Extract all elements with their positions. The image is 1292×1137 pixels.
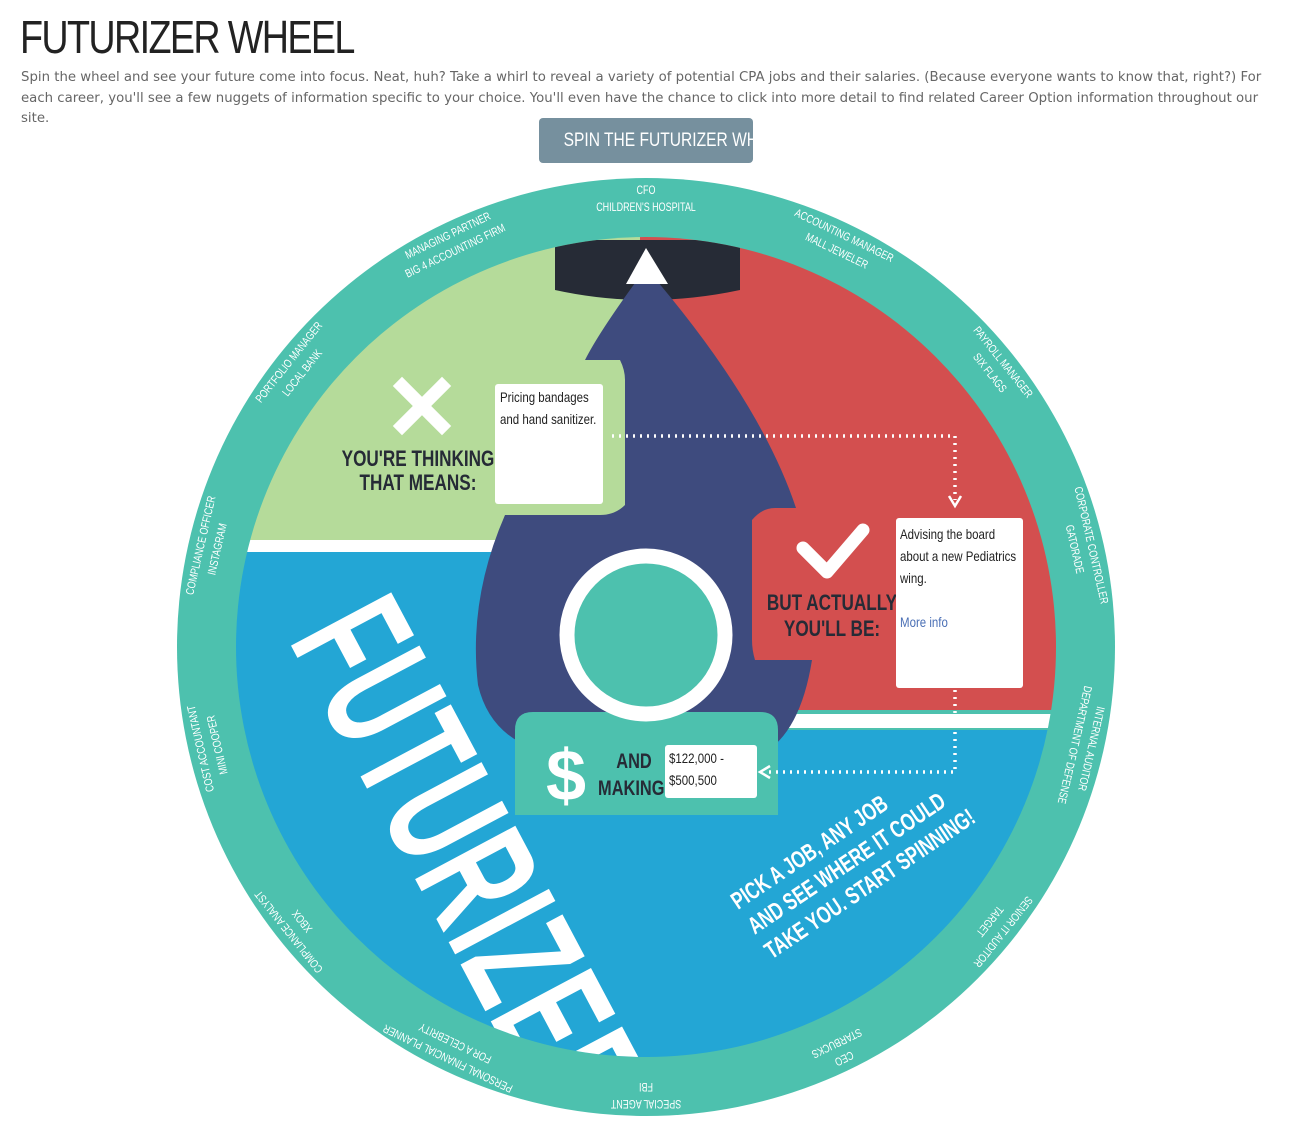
svg-text:BUT ACTUALLY: BUT ACTUALLY: [767, 591, 897, 616]
actual-box: Advising the board about a new Pediatric…: [896, 518, 1023, 688]
thinking-value: Pricing bandages and hand sanitizer.: [500, 389, 597, 427]
actual-label: BUT ACTUALLY YOU'LL BE:: [767, 591, 897, 642]
intro-text: Spin the wheel and see your future come …: [21, 70, 1262, 126]
salary-box: $122,000 - $500,500: [665, 745, 757, 798]
pointer-triangle: [626, 248, 668, 284]
spin-button-label: SPIN THE FUTURIZER WHEEL: [563, 129, 788, 151]
svg-text:YOU'LL BE:: YOU'LL BE:: [784, 617, 880, 642]
center-ring-fill: [572, 561, 720, 709]
career-option[interactable]: SPECIAL AGENT FBI: [610, 1080, 681, 1109]
svg-text:THAT MEANS:: THAT MEANS:: [360, 471, 477, 496]
dollar-icon: $: [546, 736, 586, 816]
page-title: FUTURIZER WHEEL: [20, 11, 355, 63]
checkmark-icon: [796, 523, 870, 579]
dotted-arrow-head-top: [947, 495, 963, 509]
salary-value: $122,000 - $500,500: [669, 750, 724, 788]
career-option[interactable]: CFO CHILDREN'S HOSPITAL: [596, 185, 696, 214]
making-label: AND MAKING:: [598, 749, 670, 799]
career-title: CFO: [637, 185, 656, 197]
ring-icon: [559, 548, 733, 722]
career-employer: FBI: [639, 1080, 653, 1092]
career-employer: CHILDREN'S HOSPITAL: [596, 202, 696, 214]
svg-text:MAKING:: MAKING:: [598, 776, 670, 799]
dotted-arrow-head-bottom: [757, 764, 771, 780]
thinking-label: YOU'RE THINKING THAT MEANS:: [342, 447, 495, 496]
thinking-box: Pricing bandages and hand sanitizer.: [495, 384, 603, 504]
svg-text:AND: AND: [616, 749, 651, 772]
career-title: SPECIAL AGENT: [610, 1097, 681, 1109]
actual-value: Advising the board about a new Pediatric…: [900, 526, 1017, 586]
more-info-link[interactable]: More info: [900, 614, 948, 630]
x-mark-icon: [392, 376, 452, 436]
svg-text:YOU'RE THINKING: YOU'RE THINKING: [342, 447, 495, 472]
spin-button[interactable]: SPIN THE FUTURIZER WHEEL: [539, 118, 787, 163]
dotted-connector-top: [612, 434, 957, 500]
